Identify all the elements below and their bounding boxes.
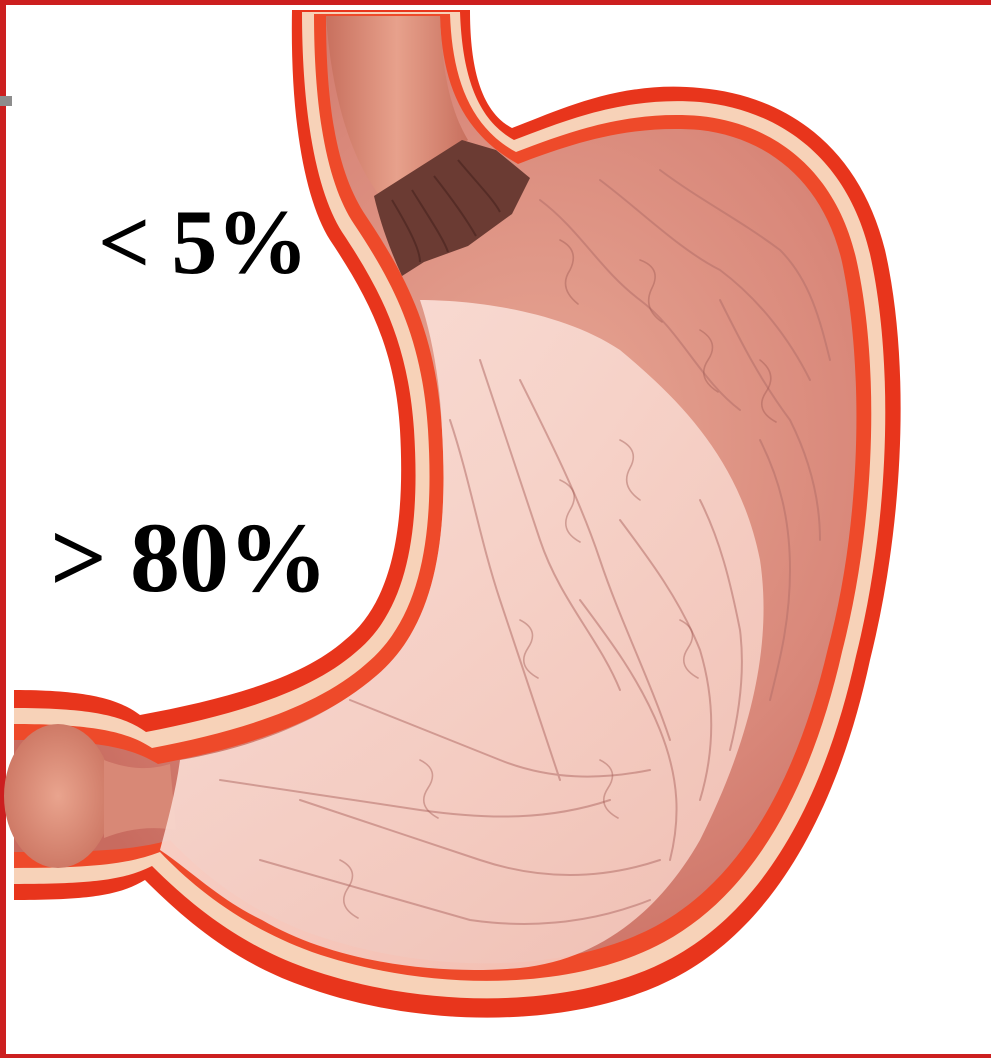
pyloric-sphincter	[104, 760, 176, 838]
lower-region-highlight	[160, 300, 764, 970]
pylorus	[4, 724, 112, 868]
lower-region-label: > 80%	[50, 508, 327, 608]
upper-region-label: < 5%	[98, 196, 307, 288]
